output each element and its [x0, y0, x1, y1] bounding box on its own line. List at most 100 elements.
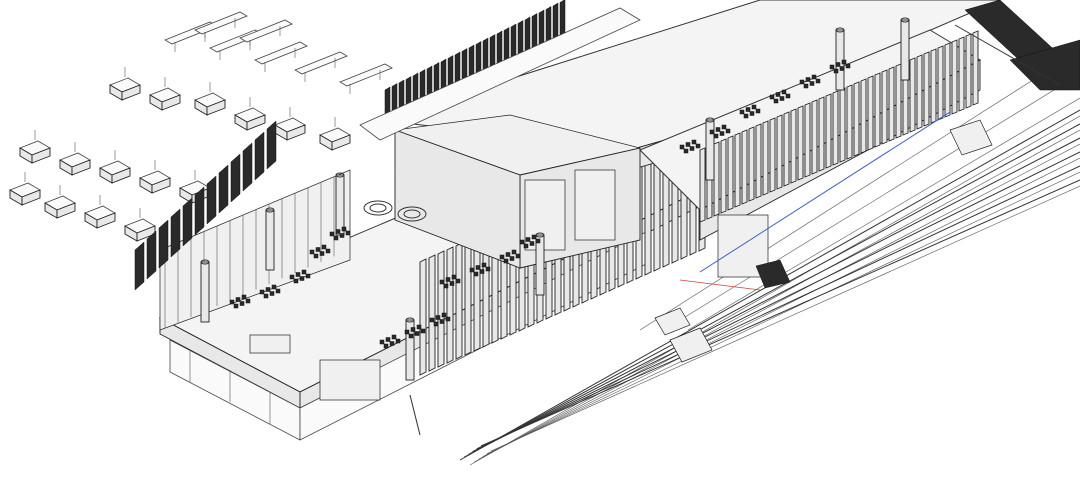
louver-fin	[776, 114, 783, 190]
seat	[404, 329, 410, 335]
louver-fin	[818, 96, 825, 172]
seat	[305, 273, 311, 279]
louver-fin	[944, 42, 951, 118]
louver-fin	[797, 105, 804, 181]
seat	[679, 144, 685, 150]
vehicle-front	[111, 167, 131, 184]
seat	[301, 269, 307, 275]
seat	[805, 77, 811, 82]
louver-fin	[846, 84, 853, 160]
seat	[416, 324, 422, 330]
seat	[725, 128, 731, 134]
seat	[769, 94, 775, 100]
seat	[435, 315, 441, 320]
louver-fin	[748, 126, 755, 202]
seat	[239, 301, 245, 306]
seat	[845, 63, 851, 69]
fin-angled	[230, 153, 241, 203]
vehicle-front	[56, 202, 76, 219]
column-top	[335, 172, 345, 178]
seat	[469, 267, 475, 273]
seat	[259, 289, 265, 295]
escalator-top-right	[954, 0, 1080, 91]
column	[705, 119, 715, 181]
seat	[445, 316, 451, 322]
vehicle-front	[31, 147, 51, 164]
vehicle-front	[246, 114, 266, 131]
seat	[299, 276, 305, 281]
column-top	[705, 117, 715, 123]
rail-line	[476, 165, 1080, 450]
rail-line	[468, 137, 1080, 455]
upper-roof-edge	[359, 7, 641, 141]
seat	[503, 258, 509, 264]
rail-line	[486, 171, 1080, 455]
seat	[785, 93, 791, 99]
seat	[809, 81, 815, 86]
vehicle-front	[161, 94, 181, 111]
seat	[341, 226, 347, 232]
seat	[309, 249, 315, 255]
column-top	[265, 207, 275, 213]
desk-panel	[254, 41, 308, 65]
seat	[721, 124, 727, 130]
seat	[473, 271, 479, 277]
fin-angled	[194, 186, 205, 236]
vehicle-front	[331, 134, 351, 151]
seat	[271, 284, 277, 290]
desk-panel	[194, 11, 248, 35]
seat	[685, 142, 691, 147]
column	[265, 209, 275, 271]
louver-fin	[734, 132, 741, 208]
seat	[410, 327, 416, 332]
rail-line	[474, 129, 1080, 463]
waiting-seating-clusters	[229, 59, 851, 349]
fin-angled	[254, 131, 265, 181]
rail-line	[490, 185, 1080, 452]
rail-line	[469, 115, 1080, 466]
round-lounge-seating	[363, 200, 427, 222]
seat	[265, 287, 271, 292]
seat	[695, 143, 701, 149]
seat	[475, 265, 481, 270]
seat	[511, 249, 517, 255]
seat	[315, 247, 321, 252]
seat	[755, 108, 761, 114]
seat	[815, 78, 821, 84]
seat	[781, 89, 787, 95]
louver-fin	[713, 141, 720, 217]
seat	[839, 66, 845, 71]
vehicle-front	[21, 189, 41, 206]
fin-angled	[170, 208, 181, 258]
louver-fin	[428, 254, 436, 372]
trackside-equipment	[654, 119, 993, 363]
vehicle-front	[96, 212, 116, 229]
louver-fin	[860, 78, 867, 154]
column-top	[405, 317, 415, 323]
louver-fin	[937, 45, 944, 121]
louver-fin	[437, 250, 445, 368]
seat	[775, 92, 781, 97]
seat	[709, 129, 715, 135]
seat	[833, 68, 839, 74]
seat	[443, 283, 449, 289]
column	[335, 174, 345, 236]
seat	[439, 319, 445, 324]
rail-line	[482, 157, 1080, 457]
seat	[391, 334, 397, 340]
seat	[441, 312, 447, 318]
rail-line	[687, 97, 1080, 331]
fin-angled	[206, 175, 217, 225]
louver-fin	[916, 54, 923, 130]
louver-fin	[874, 72, 881, 148]
seat	[335, 229, 341, 234]
seat	[420, 328, 426, 334]
fin-angled	[242, 142, 253, 192]
seat	[455, 278, 461, 284]
louver-fin	[720, 138, 727, 214]
desk-panel	[294, 51, 348, 75]
louver-facade-right	[699, 30, 979, 223]
seat	[321, 244, 327, 250]
seat	[683, 148, 689, 154]
